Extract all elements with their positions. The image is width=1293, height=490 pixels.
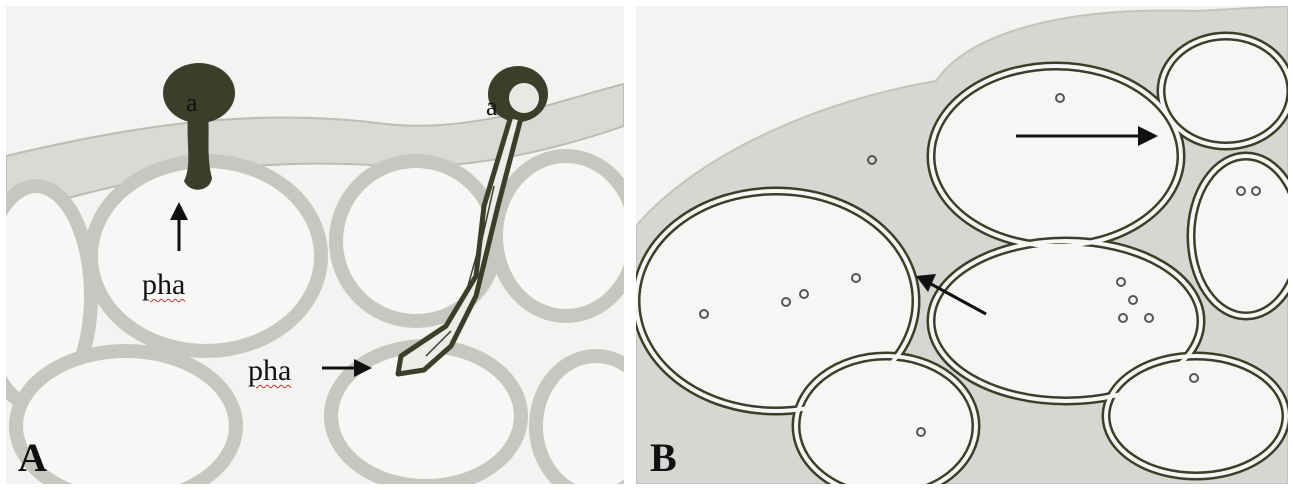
panel-letter-a: A (18, 438, 47, 478)
panel-letter-b: B (650, 438, 677, 478)
panel-b-drawing (636, 6, 1288, 484)
label-pha-upper: pha (142, 270, 185, 300)
panel-a-drawing (6, 6, 624, 484)
panel-b: B (636, 6, 1288, 484)
label-pha-lower: pha (248, 356, 291, 386)
label-a-right: a (486, 94, 498, 120)
label-a-left: a (186, 90, 198, 116)
cortical-cells (6, 156, 624, 484)
panel-a: a a pha pha A (6, 6, 624, 484)
